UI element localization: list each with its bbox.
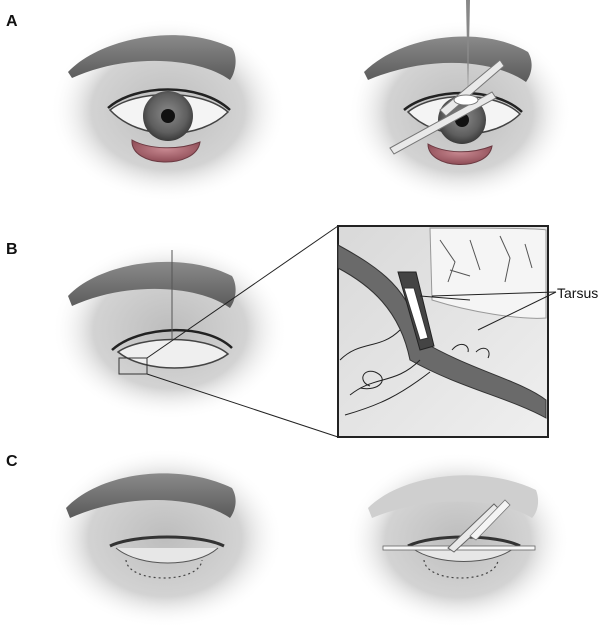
panel-b-left-eye: [52, 240, 288, 420]
inset-source-box: [118, 357, 148, 375]
tarsus-label: Tarsus: [557, 285, 599, 301]
eyebrow: [68, 35, 236, 80]
eyebrow: [68, 261, 236, 308]
eyebrow: [66, 473, 236, 518]
panel-a-right-eye: [348, 0, 572, 204]
panel-label-b: B: [6, 241, 18, 258]
panel-label-c: C: [6, 453, 18, 470]
eyebrow: [364, 36, 532, 82]
panel-a-left-eye: [50, 18, 286, 202]
panel-c-right-eye: [346, 452, 570, 628]
tarsus-inset: [337, 225, 549, 438]
forceps-icon: [389, 0, 505, 155]
eyebrow-faded: [368, 475, 539, 518]
everted-conjunctiva: [427, 143, 493, 165]
panel-label-a: A: [6, 13, 18, 30]
panel-c-left-eye: [47, 448, 283, 628]
everted-conjunctiva: [131, 139, 201, 163]
needle-holder-icon: [447, 499, 511, 553]
